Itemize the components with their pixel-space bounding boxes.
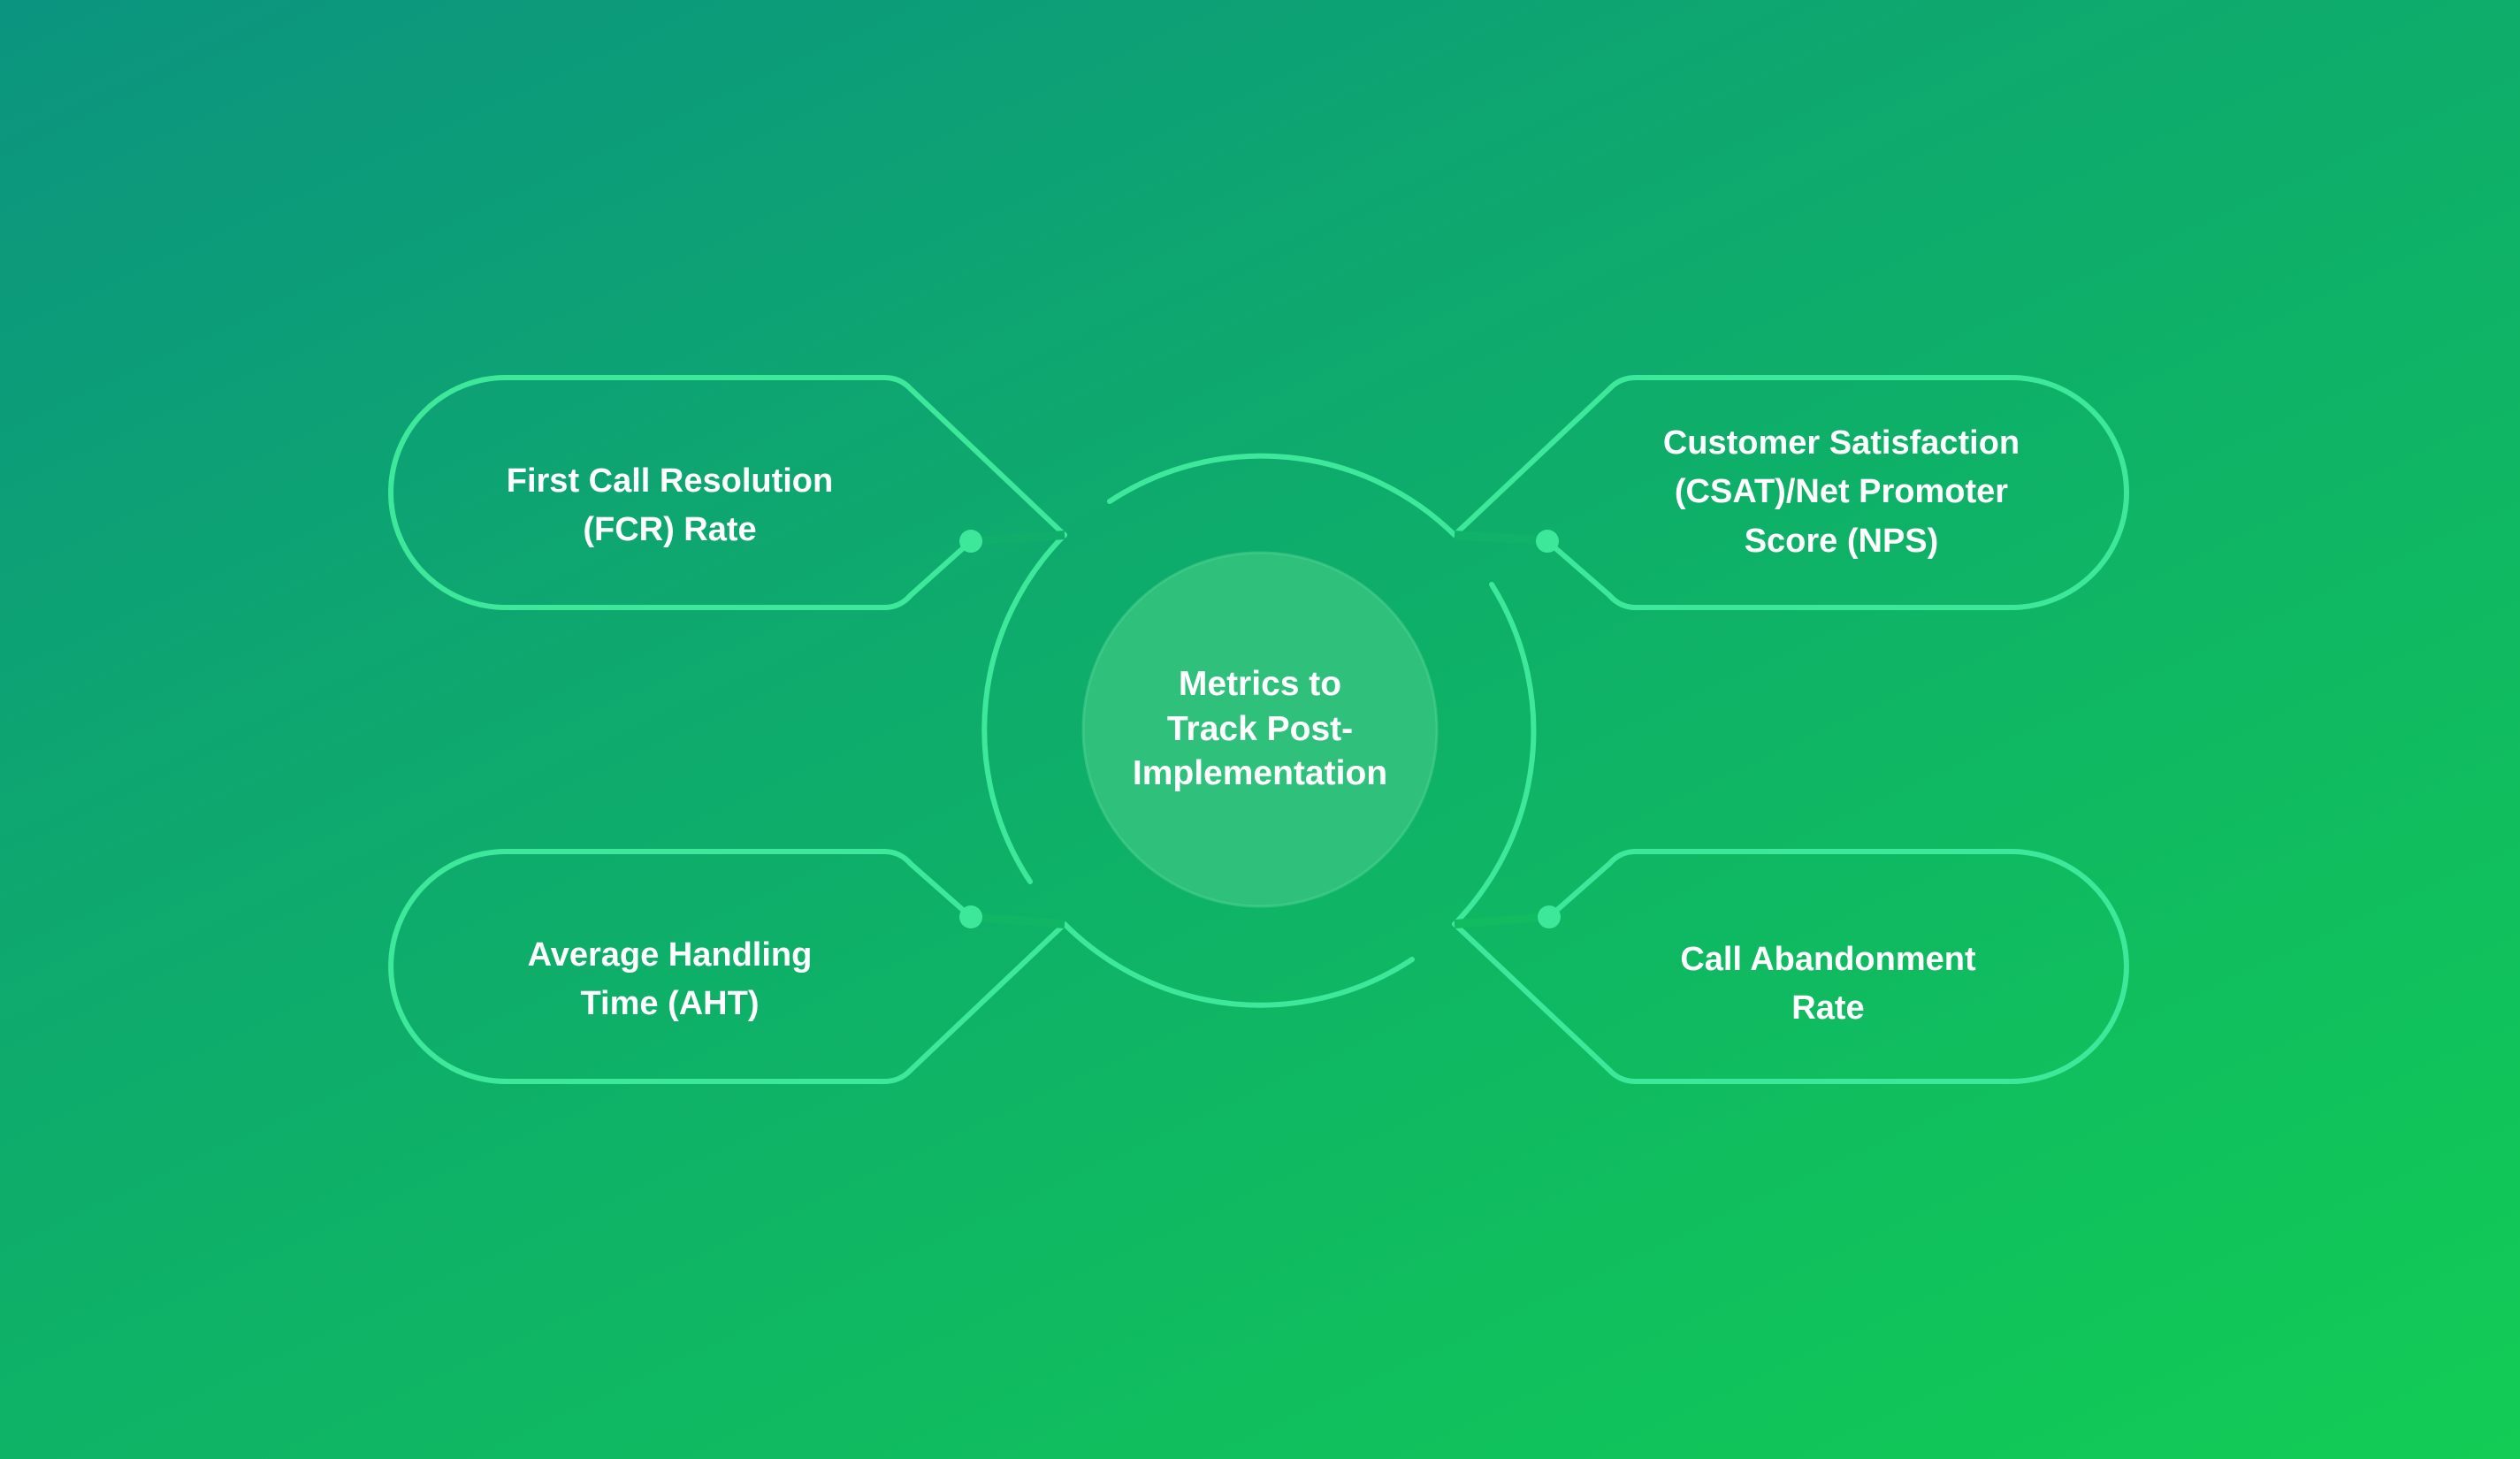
pod-outline-csat: [1452, 375, 2129, 610]
connector-dots: [959, 530, 1561, 928]
metric-label-csat: Customer Satisfaction (CSAT)/Net Promote…: [1662, 424, 2020, 560]
dot-fcr: [959, 530, 982, 553]
pod-outline-aht: [388, 849, 1067, 1084]
pod-outline-abandon: [1452, 849, 2129, 1084]
center-hub: [1081, 551, 1439, 908]
dot-abandon: [1538, 905, 1561, 928]
ring-arc-bottom: [1062, 921, 1415, 1008]
metric-label-abandon: Call Abandonment Rate: [1680, 940, 1976, 1027]
pod-openings: [970, 531, 1550, 928]
ring-arc-top: [1107, 453, 1457, 538]
metric-label-fcr: First Call Resolution (FCR) Rate: [506, 462, 834, 548]
outer-ring: [981, 453, 1537, 1008]
center-title: Metrics to Track Post- Implementation: [1132, 664, 1388, 793]
dot-csat: [1536, 530, 1559, 553]
pod-outline-fcr: [388, 375, 1067, 610]
dot-aht: [959, 905, 982, 928]
ring-arc-right: [1452, 582, 1537, 927]
ring-arc-left: [981, 532, 1067, 884]
metric-label-aht: Average Handling Time (AHT): [527, 936, 813, 1022]
